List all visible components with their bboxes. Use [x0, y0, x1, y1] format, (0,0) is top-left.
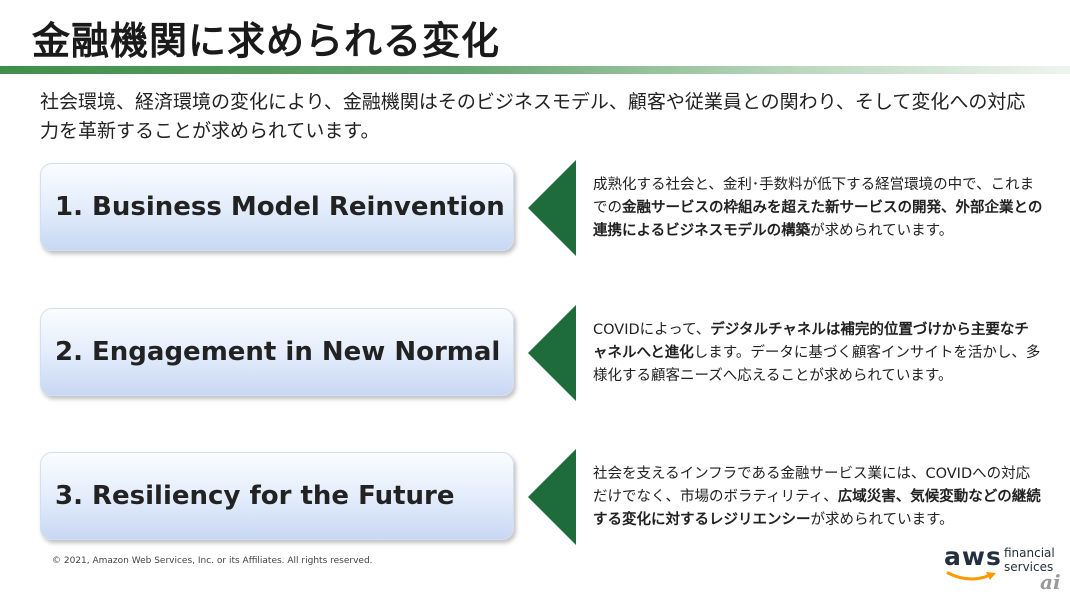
card-description: 成熟化する社会と、金利･手数料が低下する経営環境の中で、これまでの金融サービスの…	[593, 174, 1043, 243]
body-text: COVIDによって、	[593, 322, 711, 338]
card-label: 3. Resiliency for the Future	[55, 481, 455, 511]
left-arrow-icon	[528, 449, 576, 545]
left-arrow-icon	[528, 305, 576, 401]
card-description: 社会を支えるインフラである金融サービス業には、COVIDへの対応だけでなく、市場…	[593, 463, 1043, 532]
card-engagement: 2. Engagement in New Normal	[40, 308, 514, 396]
emphasis-text: デジタルチャネルは補完的位置づけから主要なチャネルへと進化	[593, 322, 1029, 361]
intro-paragraph: 社会環境、経済環境の変化により、金融機関はそのビジネスモデル、顧客や従業員との関…	[40, 91, 1026, 142]
card-description: COVIDによって、デジタルチャネルは補完的位置づけから主要なチャネルへと進化し…	[593, 319, 1043, 388]
slide-title: 金融機関に求められる変化	[32, 19, 501, 63]
ai-watermark: ai	[1040, 570, 1061, 594]
body-text: が求められています。	[810, 223, 954, 239]
body-text: 社会を支えるインフラである金融サービス業には、COVIDへの対応だけでなく、市場…	[593, 466, 1031, 505]
title-underline-bar	[0, 66, 1070, 74]
body-text: します。データに基づく顧客インサイトを活かし、多様化する顧客ニーズへ応えることが…	[593, 345, 1041, 384]
aws-financial-services-logo: aws financial services ai	[944, 542, 1064, 596]
emphasis-text: 金融サービスの枠組みを超えた新サービスの開発、外部企業との連携によるビジネスモデ…	[593, 200, 1043, 239]
card-resiliency: 3. Resiliency for the Future	[40, 452, 514, 540]
card-label: 2. Engagement in New Normal	[55, 337, 501, 367]
left-arrow-icon	[528, 160, 576, 256]
body-text: 成熟化する社会と、金利･手数料が低下する経営環境の中で、これまでの	[593, 177, 1035, 216]
emphasis-text: 広域災害、気候変動などの継続する変化に対するレジリエンシー	[593, 489, 1041, 528]
card-label: 1. Business Model Reinvention	[55, 192, 505, 222]
aws-wordmark: aws	[944, 542, 1002, 571]
body-text: が求められています。	[810, 512, 954, 528]
financial-services-text: financial services	[1004, 546, 1055, 574]
card-business-model: 1. Business Model Reinvention	[40, 163, 514, 251]
aws-smile-icon	[946, 571, 996, 581]
copyright-notice: © 2021, Amazon Web Services, Inc. or its…	[52, 556, 373, 566]
